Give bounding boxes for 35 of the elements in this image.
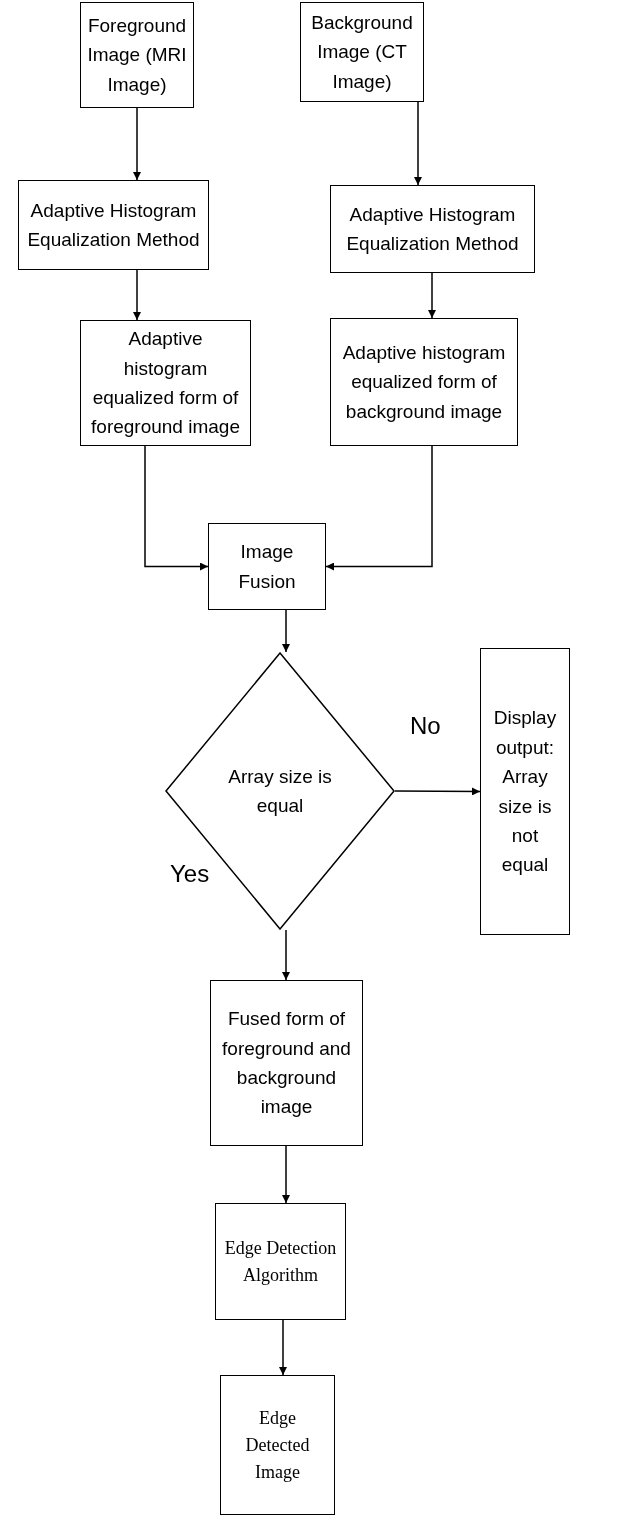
box-text: Edge Detection Algorithm: [223, 1236, 338, 1287]
box-text: Display output: Array size is not equal: [492, 706, 558, 878]
box-text: Image Fusion: [237, 540, 297, 594]
arrow: [282, 609, 290, 653]
arrow: [428, 272, 436, 319]
box-text: Adaptive Histogram Equalization Method: [26, 198, 201, 252]
arrow: [133, 269, 141, 321]
box-text: Foreground Image (MRI Image): [86, 13, 188, 97]
process-box: [80, 320, 251, 446]
arrow: [282, 1145, 290, 1204]
arrow: [394, 787, 481, 796]
decision-diamond: [165, 652, 395, 930]
arrow: [325, 445, 433, 571]
process-box: [480, 648, 570, 935]
process-box: [215, 1203, 346, 1320]
arrow: [414, 101, 422, 186]
box-text: Edge Detected Image: [244, 1406, 311, 1484]
process-box: [210, 980, 363, 1146]
arrow: [144, 445, 209, 571]
box-text: Array size is equal: [227, 764, 333, 818]
arrow: [279, 1319, 287, 1376]
process-box: [330, 318, 518, 446]
box-text: Adaptive Histogram Equalization Method: [345, 202, 520, 256]
process-box: [300, 2, 424, 102]
box-text: Background Image (CT Image): [310, 10, 414, 94]
arrow: [282, 929, 290, 981]
process-box: [18, 180, 209, 270]
process-box: [330, 185, 535, 273]
box-text: Fused form of foreground and background image: [221, 1007, 352, 1120]
arrow: [133, 107, 141, 181]
process-box: [208, 523, 326, 610]
process-box: [220, 1375, 335, 1515]
box-text: Adaptive histogram equalized form of foreground image: [90, 327, 241, 440]
box-text: Adaptive histogram equalized form of background image: [341, 340, 507, 424]
process-box: [80, 2, 194, 108]
